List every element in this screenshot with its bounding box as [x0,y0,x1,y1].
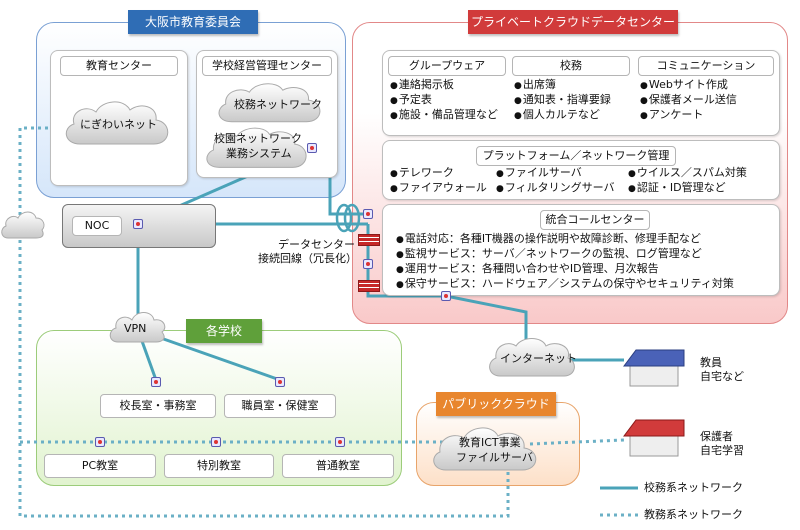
edu-center-label: 教育センター [60,56,178,76]
school-port-icon [151,377,161,387]
public-cloud-title: パブリッククラウド [436,392,556,416]
platform-item: ファイアウォール [390,181,487,196]
internet-cloud-left-icon [1,211,45,239]
private-cloud-title: プライベートクラウドデータセンター [468,10,678,34]
noc-label: NOC [72,216,122,236]
vpn-label: VPN [124,322,147,335]
communication-list: Webサイト作成 保護者メール送信 アンケート [640,78,737,123]
koumu-title: 校務 [512,56,630,76]
vpn-cloud-icon [109,312,166,343]
platform-item: ファイルサーバ [496,166,615,181]
internet-cloud-icon [489,338,575,377]
legend-edu-network-label: 教務系ネットワーク [644,508,743,521]
school-port-icon [275,377,285,387]
public-cloud-server-icon [433,427,537,471]
call-center-item: 監視サービス：サーバ／ネットワークの監視、ログ管理など [396,247,734,262]
school-port-icon [95,437,105,447]
platform-list-col2: ファイルサーバ フィルタリングサーバ [496,166,615,196]
communication-item: アンケート [640,108,737,123]
staff-room-box: 職員室・保健室 [224,394,336,418]
koumu-list: 出席簿 通知表・指導要録 個人カルテなど [514,78,611,123]
guardian-home-label-line1: 保護者 [700,430,733,443]
firewall-icon [358,234,380,246]
admin-line-to-internet [445,294,528,345]
groupware-item: 連絡掲示板 [390,78,498,93]
public-cloud-label-line2: ファイルサーバ [456,451,533,464]
groupware-title: グループウェア [388,56,506,76]
regular-room-box: 普通教室 [282,454,394,478]
communication-item: Webサイト作成 [640,78,737,93]
school-port-icon [335,437,345,447]
guardian-home-icon [623,419,685,457]
platform-list-col1: テレワーク ファイアウォール [390,166,487,196]
campus-system-label-line2: 業務システム [226,147,292,160]
platform-title: プラットフォーム／ネットワーク管理 [476,146,676,166]
call-center-item: 保守サービス：ハードウェア／システムの保守やセキュリティ対策 [396,277,734,292]
noc-port-icon [133,219,143,229]
koumu-item: 通知表・指導要録 [514,93,611,108]
groupware-list: 連絡掲示板 予定表 施設・備品管理など [390,78,498,123]
call-center-title: 統合コールセンター [540,210,650,230]
firewall-icon [358,280,380,292]
school-network-label: 校務ネットワーク [234,98,322,111]
legend-admin-network-label: 校務系ネットワーク [644,481,743,494]
school-port-icon [211,437,221,447]
platform-item: フィルタリングサーバ [496,181,615,196]
koumu-item: 出席簿 [514,78,611,93]
platform-item: テレワーク [390,166,487,181]
koumu-item: 個人カルテなど [514,108,611,123]
campus-system-port-icon [307,143,317,153]
guardian-home-label-line2: 自宅学習 [700,444,744,457]
board-of-education-title: 大阪市教育委員会 [128,10,258,34]
redundant-link-ring [335,203,353,233]
public-cloud-label-line1: 教育ICT事業 [459,436,521,449]
call-center-item: 運用サービス：各種問い合わせやID管理、月次報告 [396,262,734,277]
dc-port-icon [363,259,373,269]
platform-item: ウイルス／スパム対策 [628,166,747,181]
platform-item: 認証・ID管理など [628,181,747,196]
admin-line-dc-down [366,224,446,298]
pc-room-box: PC教室 [44,454,156,478]
dc-line-label-line2: 接続回線（冗長化） [258,252,357,265]
communication-item: 保護者メール送信 [640,93,737,108]
principal-office-box: 校長室・事務室 [100,394,216,418]
groupware-item: 予定表 [390,93,498,108]
school-network-cloud-icon [218,83,321,123]
groupware-item: 施設・備品管理など [390,108,498,123]
nigiwai-net-label: にぎわいネット [80,118,157,131]
special-room-box: 特別教室 [164,454,274,478]
nigiwai-net-cloud-icon [65,101,169,145]
campus-system-label-line1: 校園ネットワーク [214,132,302,145]
staff-home-label-line1: 教員 [700,356,722,369]
campus-system-cloud-icon [206,127,307,168]
staff-home-label-line2: 自宅など [700,370,744,383]
dc-port-icon [363,209,373,219]
call-center-list: 電話対応：各種IT機器の操作説明や故障診断、修理手配など 監視サービス：サーバ／… [396,232,734,292]
dc-line-label-line1: データセンター [278,238,355,251]
edu-line-public-to-guardian [529,438,625,446]
communication-title: コミュニケーション [638,56,774,76]
call-center-item: 電話対応：各種IT機器の操作説明や故障診断、修理手配など [396,232,734,247]
internet-label: インターネット [500,352,577,365]
mgmt-center-label: 学校経営管理センター [202,56,332,76]
staff-home-icon [623,349,685,387]
platform-list-col3: ウイルス／スパム対策 認証・ID管理など [628,166,747,196]
dc-port-icon [441,291,451,301]
schools-title: 各学校 [186,319,262,343]
